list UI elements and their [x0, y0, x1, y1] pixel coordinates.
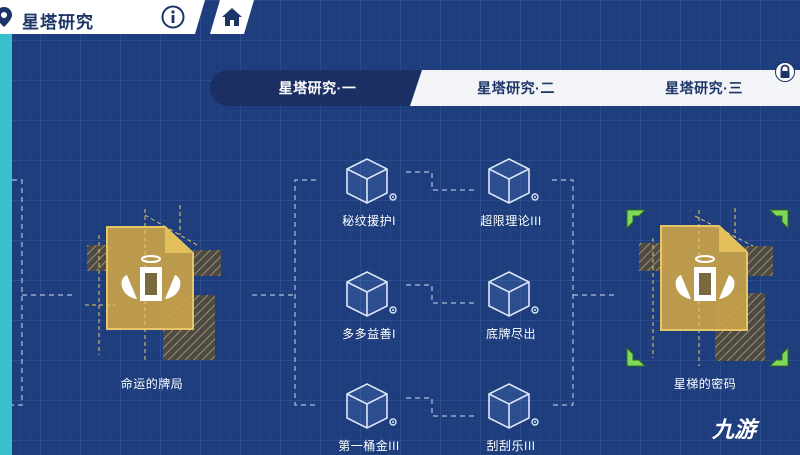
- research-node[interactable]: [341, 380, 397, 430]
- cube-icon: [488, 158, 539, 204]
- info-circle-icon[interactable]: [161, 5, 185, 29]
- research-node-label: 刮刮乐III: [486, 439, 536, 453]
- research-node-label: 多多益善I: [342, 327, 396, 341]
- selection-corners: [626, 209, 789, 367]
- title-bar: 星塔研究: [0, 0, 205, 34]
- research-node[interactable]: [341, 155, 397, 205]
- research-node-label: 秘纹援护I: [342, 214, 396, 228]
- winged-document-icon: [626, 208, 789, 367]
- home-icon: [221, 7, 243, 27]
- cube-icon: [346, 383, 397, 429]
- watermark-logo: 九游: [712, 417, 757, 442]
- cube-icon: [488, 271, 539, 317]
- research-node[interactable]: [483, 380, 539, 430]
- left-edge-strip: [0, 0, 12, 455]
- cube-icon: [346, 158, 397, 204]
- card-left[interactable]: [85, 205, 225, 365]
- research-node[interactable]: [341, 268, 397, 318]
- card-right[interactable]: [625, 208, 790, 368]
- tab-research-2[interactable]: 星塔研究·二: [410, 70, 622, 106]
- tab-research-3[interactable]: 星塔研究·三: [608, 70, 800, 106]
- cube-icon: [346, 271, 397, 317]
- lock-icon: [775, 62, 795, 82]
- research-node-label: 超限理论III: [480, 214, 542, 228]
- research-node-label: 第一桶金III: [338, 439, 400, 453]
- tab-research-1[interactable]: 星塔研究·一: [210, 70, 425, 106]
- cube-icon: [488, 383, 539, 429]
- research-node-label: 底牌尽出: [485, 327, 536, 341]
- card-right-label: 星梯的密码: [673, 377, 737, 391]
- card-left-label: 命运的牌局: [120, 377, 184, 391]
- research-tabs: 星塔研究·一 星塔研究·二 星塔研究·三: [210, 70, 800, 106]
- research-node[interactable]: [483, 268, 539, 318]
- location-pin-icon: [0, 7, 12, 27]
- research-node[interactable]: [483, 155, 539, 205]
- winged-document-icon: [85, 205, 221, 363]
- page-title: 星塔研究: [22, 13, 94, 32]
